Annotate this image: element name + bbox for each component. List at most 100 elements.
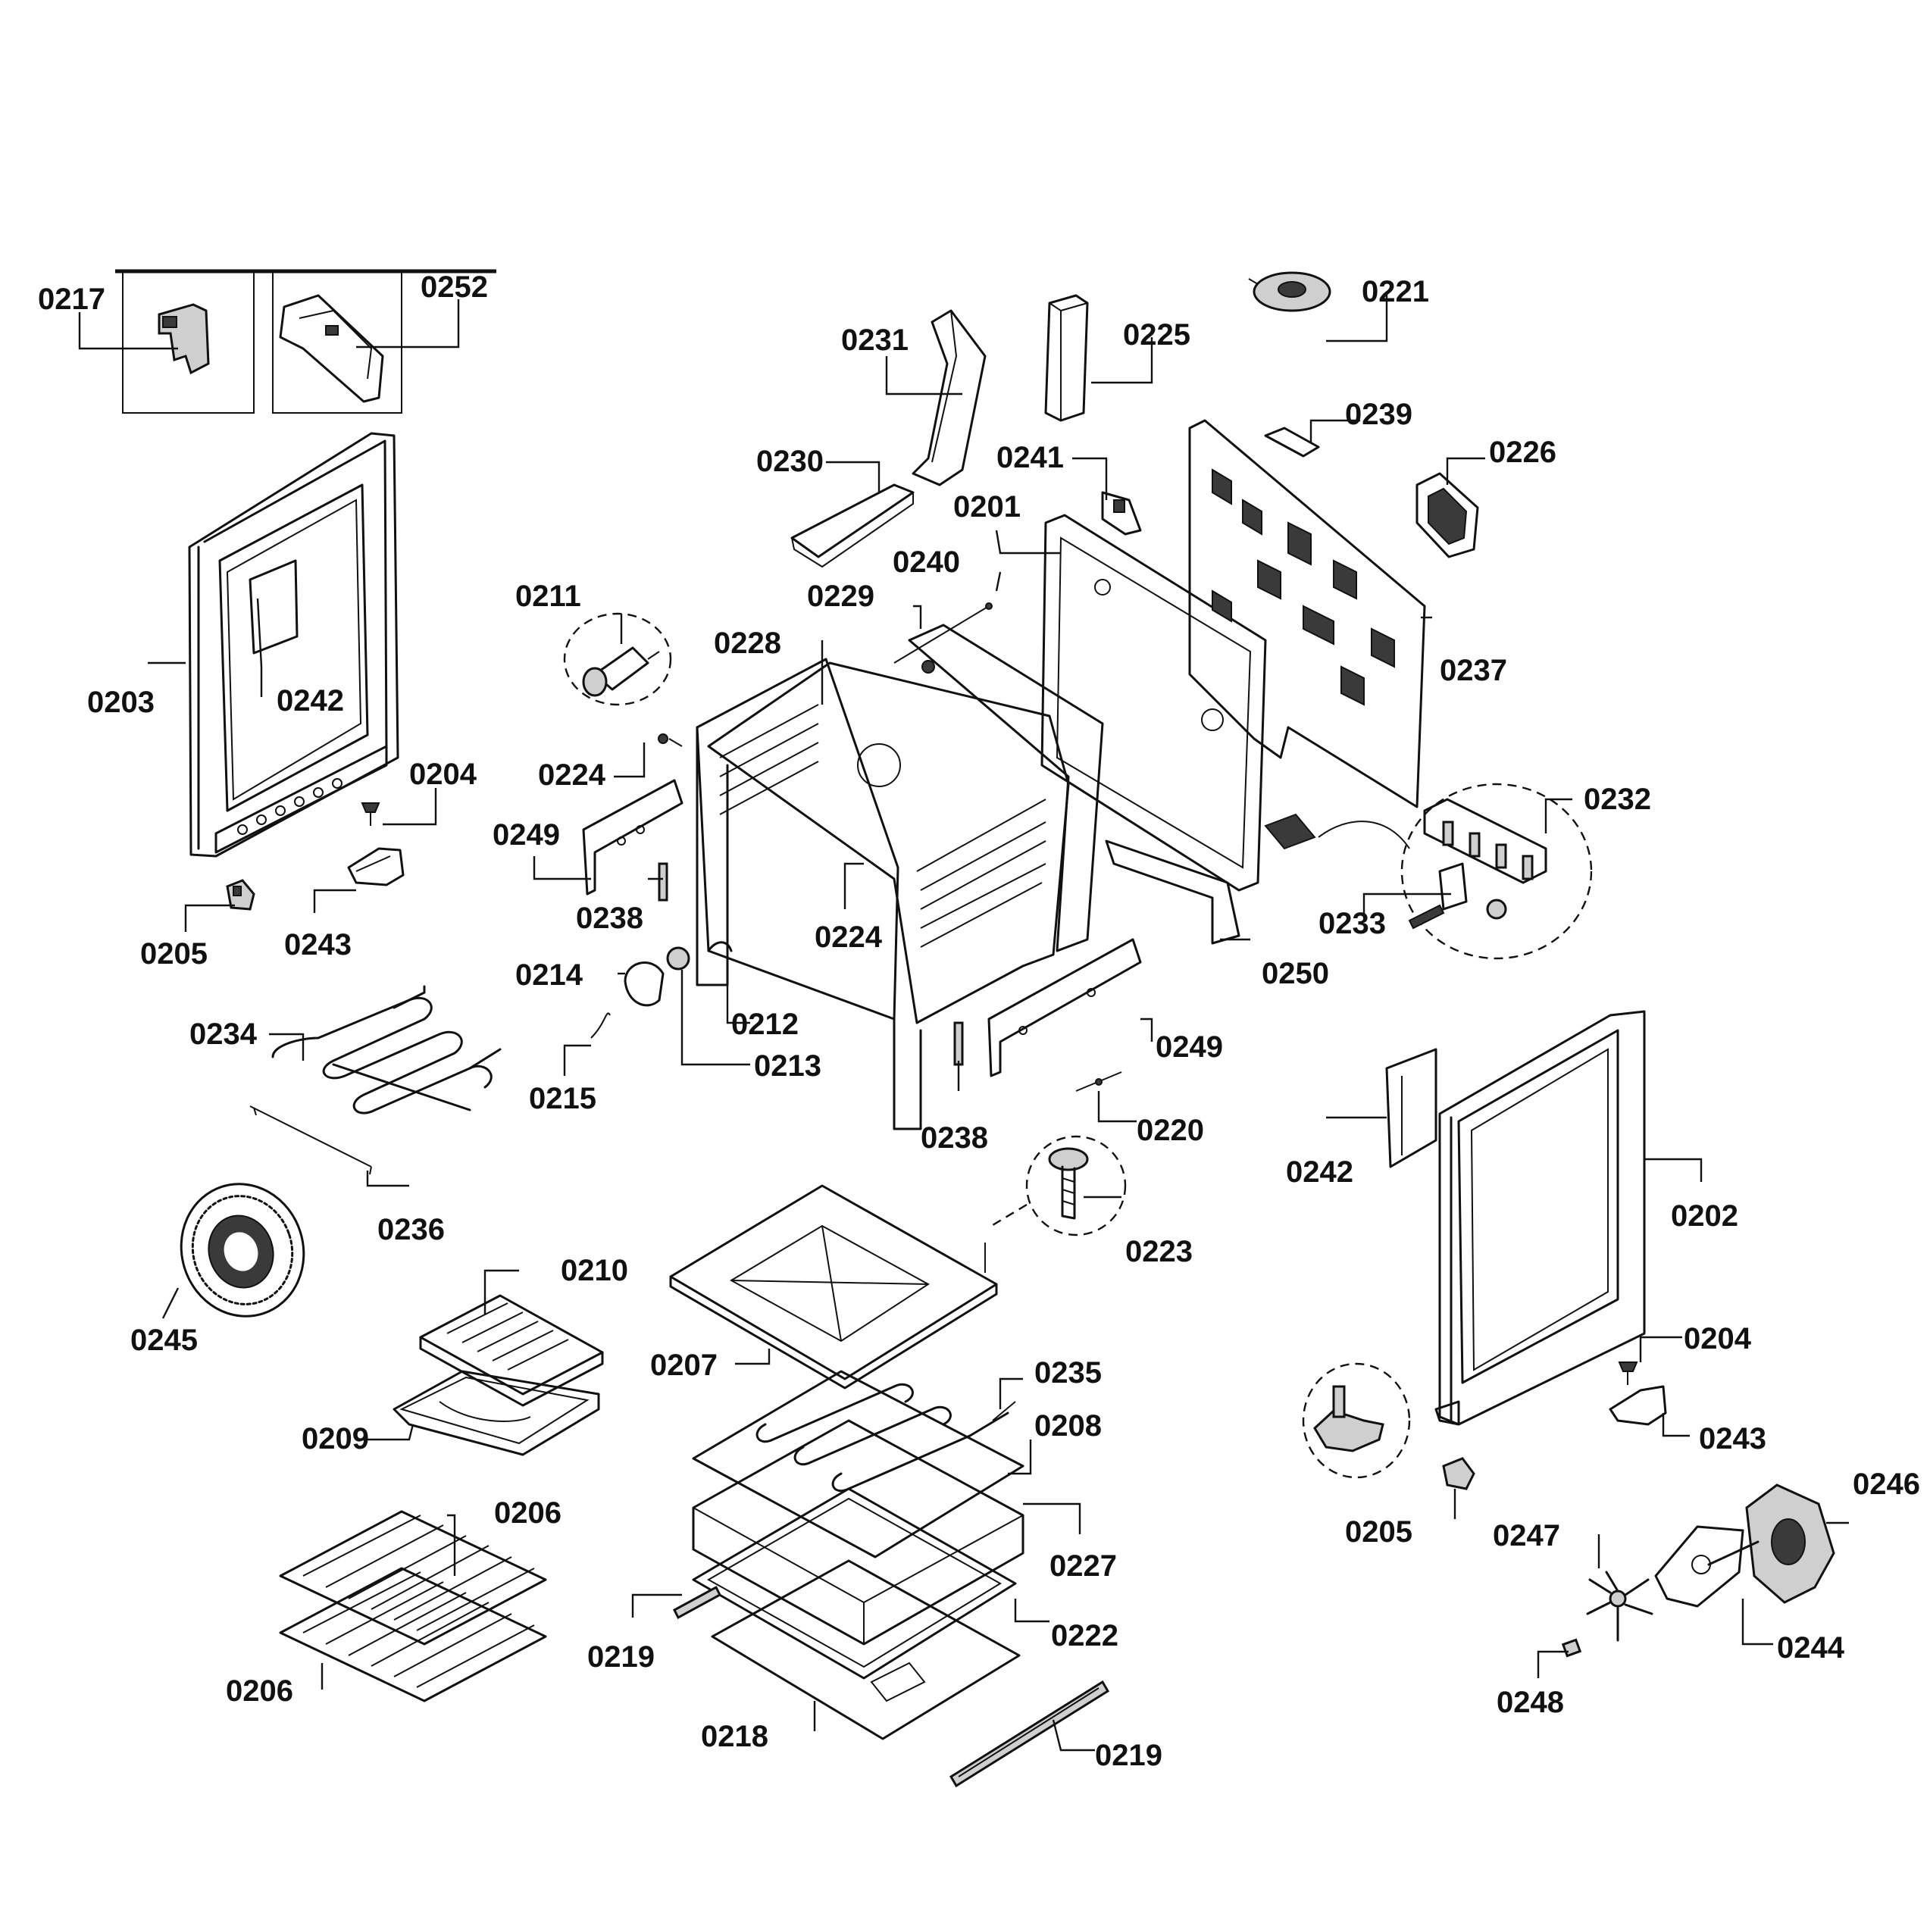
label-0213: 0213 (754, 1049, 821, 1083)
label-0202: 0202 (1671, 1199, 1738, 1233)
label-0211: 0211 (515, 580, 581, 613)
label-0204: 0204 (409, 758, 477, 791)
part-0205-hinge-right (1302, 1362, 1475, 1490)
part-0212-gasket (707, 941, 733, 952)
part-0238-clip-a (658, 862, 668, 902)
part-0208-bake-element (692, 1370, 1024, 1558)
label-0215: 0215 (529, 1082, 596, 1115)
part-0232-terminal-block (1400, 783, 1593, 960)
label-0223: 0223 (1125, 1235, 1193, 1268)
label-0250: 0250 (1262, 957, 1329, 990)
part-0204-screw-left (361, 802, 380, 826)
part-0252-bracket (279, 294, 384, 403)
label-0233: 0233 (1318, 907, 1386, 940)
part-0205-hinge-left (226, 879, 255, 911)
label-0244: 0244 (1777, 1631, 1845, 1665)
part-0244-motor-bracket (1654, 1525, 1760, 1608)
inset-boxes (115, 269, 496, 414)
label-0205-b: 0205 (1345, 1515, 1412, 1549)
part-0218-bottom-cover (711, 1559, 1021, 1740)
label-0245: 0245 (130, 1324, 198, 1357)
label-0236: 0236 (377, 1213, 445, 1246)
label-0227: 0227 (1049, 1549, 1117, 1583)
part-0239-clip (1264, 427, 1320, 458)
label-0235: 0235 (1034, 1356, 1102, 1390)
label-0243: 0243 (284, 928, 352, 961)
label-0224-a: 0224 (538, 758, 606, 792)
part-0224-screw-a (658, 733, 683, 747)
label-0219-a: 0219 (587, 1640, 655, 1674)
part-0219-rail-a (673, 1585, 721, 1620)
label-0226: 0226 (1489, 436, 1556, 469)
label-0242-b: 0242 (1286, 1155, 1353, 1189)
label-0232: 0232 (1584, 783, 1651, 816)
label-0231: 0231 (841, 324, 909, 357)
part-0247-fan-blade (1586, 1571, 1653, 1642)
part-wire-connector (1264, 813, 1410, 850)
part-0219-rail-b (949, 1680, 1110, 1788)
part-0225-box (1044, 294, 1089, 422)
label-0204-b: 0204 (1684, 1322, 1752, 1355)
part-labels: 0217 0252 0203 0242 0204 0205 0243 0234 … (38, 270, 1920, 1772)
label-0221: 0221 (1362, 275, 1429, 308)
label-0238-b: 0238 (921, 1121, 988, 1155)
part-0243-hinge-right (1609, 1385, 1667, 1426)
label-0230: 0230 (756, 445, 824, 478)
label-0252: 0252 (421, 270, 488, 304)
leader-lines (78, 292, 1849, 1752)
part-0221-fan-motor (1248, 271, 1331, 312)
label-0203: 0203 (87, 686, 155, 719)
part-0245-fan-cover (180, 1183, 305, 1318)
part-0236-element-bracket (249, 1105, 372, 1175)
part-0250-rail-back (1105, 839, 1240, 945)
part-0202-door (1434, 1010, 1646, 1426)
part-0240-wire (893, 602, 993, 664)
part-0206-rack-upper (279, 1510, 547, 1646)
label-0219-b: 0219 (1095, 1739, 1162, 1772)
label-0208: 0208 (1034, 1409, 1102, 1443)
label-0214: 0214 (515, 958, 583, 992)
part-0215-wire (590, 1012, 611, 1039)
part-0246-fan-motor (1745, 1483, 1835, 1604)
part-0231-duct (912, 309, 987, 486)
label-0228: 0228 (714, 627, 781, 660)
label-0210: 0210 (561, 1254, 628, 1287)
label-0240: 0240 (893, 546, 960, 579)
label-0234: 0234 (189, 1018, 258, 1051)
part-0206-rack-lower (279, 1567, 547, 1702)
part-0227-insulation-pad (692, 1419, 1024, 1646)
part-0235-clip (992, 1401, 1016, 1421)
part-0237-back-panel (1188, 419, 1426, 808)
part-0241-bracket (1101, 491, 1142, 536)
label-0247: 0247 (1493, 1519, 1560, 1552)
part-0234-broil-element (271, 985, 502, 1114)
label-0206-upper: 0206 (494, 1496, 561, 1530)
label-0222: 0222 (1051, 1619, 1118, 1652)
label-0243-b: 0243 (1699, 1422, 1766, 1455)
part-0238-clip-b (953, 1021, 964, 1066)
label-0205: 0205 (140, 937, 208, 971)
label-0201: 0201 (953, 490, 1021, 524)
part-0222-tray (692, 1487, 1017, 1680)
part-0248-nut (1561, 1638, 1582, 1658)
label-0249-a: 0249 (493, 818, 560, 852)
part-0226-cover (1415, 472, 1479, 558)
label-0249-b: 0249 (1156, 1030, 1223, 1064)
label-0242: 0242 (277, 684, 344, 717)
part-0230-duct (790, 483, 915, 568)
part-0223-thumbscrew (984, 1135, 1127, 1273)
label-0220: 0220 (1137, 1114, 1204, 1147)
part-0211-sensor (563, 612, 672, 706)
label-0207: 0207 (650, 1349, 718, 1382)
part-0207-oven-bottom (669, 1184, 998, 1390)
part-0249-rail-left (582, 779, 683, 896)
part-0249-rail-right (987, 938, 1142, 1077)
label-0206-lower: 0206 (226, 1674, 293, 1708)
label-0209: 0209 (302, 1422, 369, 1455)
part-0203-door (188, 432, 399, 858)
part-0229-insulation (908, 624, 1104, 952)
part-0233-screw (1408, 862, 1507, 930)
label-0239: 0239 (1345, 398, 1412, 431)
part-0217-bracket (158, 303, 210, 375)
